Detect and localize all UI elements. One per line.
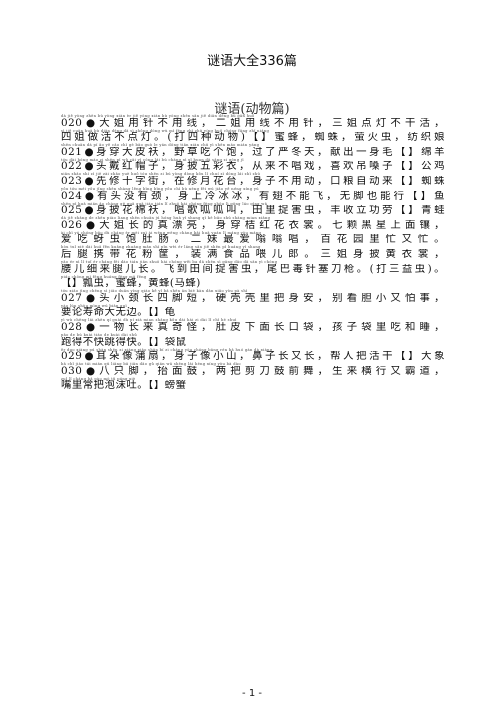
riddle-line: ài chī yá chóng bǎo dù cháng èr mèi zuì … [61,231,445,246]
pinyin-annotation: shēn chuān dà pí ǎo yě cǎo chī gè bǎo gu… [61,143,260,148]
pinyin-annotation: hòu tuǐ xié dài huā fěn kuāng zhuāng mǎn… [61,245,261,250]
riddle-text: 嘴里常把泡沫吐。【】螃蟹 [61,380,187,392]
pinyin-annotation: ài chī yá chóng bǎo dù cháng èr mèi zuì … [61,230,262,235]
riddle-text: 030●八只脚，抬面鼓，两把剪刀鼓前舞，生来横行又霸道， [61,365,445,377]
pinyin-annotation: yāo ér xì lǐ tuǐ ér cháng fēi dào tián j… [61,259,278,264]
riddle-line: yǒu tóu méi yǒu jǐng shēn shàng lěng bīn… [61,187,445,202]
pinyin-annotation: tóu xiǎo jìng chēng sì jiǎo duǎn yìng qi… [61,289,248,294]
riddle-line: yāo ér xì lǐ tuǐ ér cháng fēi dào tián j… [61,260,445,275]
riddle-text: 【】瓢虫，蜜蜂，黄蜂(马蜂) [61,278,201,290]
riddle-text: 025●身披花棉袄，唱歌呱呱叫，田里捉害虫，丰收立功劳【】青蛙 [61,205,445,217]
pinyin-annotation: sì jiě cuān huā bù diǎn dēng dǎ sì zhǒng… [61,128,270,133]
riddle-line: shēn pī huā mián ǎo chàng gē guā guā jià… [61,202,445,217]
riddle-line: tóu dài hóng mào zi shēn pī wǔ cǎi yī có… [61,158,445,173]
pinyin-annotation: dà jiě zhǎng de zhēn piào liang shēn chu… [61,216,271,221]
riddle-line: shēn chuān dà pí ǎo yě cǎo chī gè bǎo gu… [61,143,445,158]
riddle-line: dà jiě yòng zhēn bù yòng xiàn èr jiě yòn… [61,114,445,129]
riddle-text: 后腿携带花粉筐，装满食品喂儿郎。三姐身披黄衣裳， [61,248,445,260]
riddle-line: yì wù chēng lái zhēn qí guài dù pí xià m… [61,318,445,333]
pinyin-annotation: piáo chóng mì fēng huáng fēng mǎ fēng [61,274,147,279]
pinyin-annotation: ěr duo xiàng pú shàn shēn zi xiàng xiǎo … [61,347,273,352]
riddle-text: 爱吃蚜虫饱肚肠。二妹最爱嗡嗡唱，百花园里忙又忙。 [61,234,445,246]
pinyin-annotation: yì wù chēng lái zhēn qí guài dù pí xià m… [61,318,237,323]
riddle-line: tóu xiǎo jìng chēng sì jiǎo duǎn yìng qi… [61,289,445,304]
riddle-text: 腰儿细来腿儿长。飞到田间捉害虫，尾巴毒针塞刀枪。(打三益虫)。 [61,263,445,275]
riddle-text: 021●身穿大皮袄，野草吃个饱，过了严冬天，献出一身毛【】绵羊 [61,146,445,158]
document-title: 谜语大全336篇 [207,54,297,69]
riddle-line: hòu tuǐ xié dài huā fěn kuāng zhuāng mǎn… [61,245,445,260]
riddle-line: sì jiě cuān huā bù diǎn dēng dǎ sì zhǒng… [61,129,445,144]
riddle-text: 023●先修十字街，在修月花台，身子不用动，口粮自动来【】蜘蛛 [61,175,445,187]
riddle-text: 020●大姐用针不用线，二姐用线不用针，三姐点灯不干活， [61,117,445,129]
section-heading: 谜语(动物篇) [214,102,290,117]
pinyin-annotation: tóu dài hóng mào zi shēn pī wǔ cǎi yī có… [61,157,244,162]
riddle-text: 028●一物长来真奇怪，肚皮下面长口袋，孩子袋里吃和睡， [61,321,445,333]
riddle-text: 要论寿命大无边。【】龟 [61,307,176,319]
riddle-line: bā chǐ jiào tái mián qū liǎng bǎ jiǎn dā… [61,362,445,377]
pinyin-annotation: zuǐ lǐ cháng bǎ pào mò tǔ páng xiè [61,376,136,381]
pinyin-annotation: shēn pī huā mián ǎo chàng gē guā guā jià… [61,201,268,206]
riddle-list: dà jiě yòng zhēn bù yòng xiàn èr jiě yòn… [61,114,445,391]
riddle-text: 跑得不快跳得快。【】袋鼠 [61,336,187,348]
riddle-text: 四姐做活不点灯。(打四种动物)【】蜜蜂，蜘蛛，萤火虫，纺织娘 [61,132,445,144]
page-number: - 1 - [242,688,262,699]
pinyin-annotation: yǒu tóu méi yǒu jǐng shēn shàng lěng bīn… [61,186,259,191]
pinyin-annotation: yào lùn shòu mìng wú biān guī [61,303,127,308]
riddle-text: 029●耳朵像蒲扇，身子像小山，鼻子长又长，帮人把活干【】大象 [61,351,445,363]
riddle-text: 027●头小颈长四脚短，硬壳壳里把身安，别看胆小又怕事， [61,292,445,304]
pinyin-annotation: xiān zhǎo shí zì jiē zài zhǎo yuè huǒ tó… [61,172,261,177]
riddle-text: 024●有头没有颈，身上冷冰冰，有翅不能飞，无脚也能行【】鱼 [61,190,445,202]
riddle-line: dà jiě zhǎng de zhēn piào liang shēn chu… [61,216,445,231]
riddle-text: 022●头戴红帽子，身披五彩衣，从来不唱戏，喜欢吊嗓子【】公鸡 [61,161,445,173]
pinyin-annotation: pǎo de bú kuài tiào de kuài dài shǔ [61,332,137,337]
riddle-text: 026●大姐长的真漂亮，身穿桔红花衣裳。七颗黑星上面镶， [61,219,445,231]
riddle-line: piáo chóng mì fēng huáng fēng mǎ fēng【】瓢… [61,275,445,290]
riddle-line: ěr duo xiàng pú shàn shēn zi xiàng xiǎo … [61,348,445,363]
riddle-line: xiān zhǎo shí zì jiē zài zhǎo yuè huǒ tó… [61,172,445,187]
pinyin-annotation: bā chǐ jiào tái mián qū liǎng bǎ jiǎn dā… [61,362,241,367]
pinyin-annotation: dà jiě yòng zhēn bù yòng xiàn èr jiě yòn… [61,114,255,118]
